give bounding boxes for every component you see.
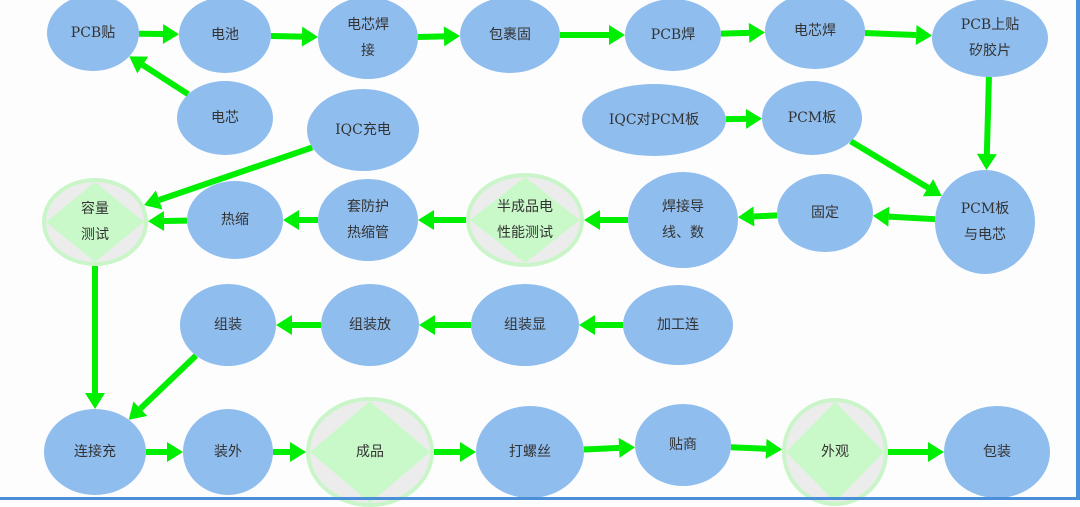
arrow-semi-test-to-shrink-tube: [418, 210, 466, 230]
arrow-pcb-silicone-to-pcm-cell: [977, 77, 997, 170]
node-label: 焊接导 线、数: [662, 194, 704, 246]
node-label: 电芯焊 接: [347, 12, 389, 64]
node-pcb-silicone: PCB上贴 矽胶片: [932, 0, 1048, 77]
node-label: 贴商: [635, 404, 731, 486]
node-label: 热缩: [221, 207, 249, 233]
node-label: 连接充: [74, 439, 116, 465]
node-label: PCB焊: [651, 22, 695, 48]
arrow-cell-weld-2-to-pcb-silicone: [865, 25, 932, 45]
node-fix: 固定: [777, 174, 873, 252]
node-cell: 电芯: [177, 81, 273, 155]
node-iqc-charge: IQC充电: [307, 89, 419, 171]
node-packing: 包装: [944, 406, 1050, 498]
arrow-iqc-pcm-to-pcm-board: [726, 109, 762, 129]
node-label: 贴商: [669, 432, 697, 458]
node-label: 组装放: [349, 312, 391, 338]
node-label: PCB上贴 矽胶片: [961, 12, 1019, 64]
node-shrink-tube: 套防护 热缩管: [318, 179, 418, 261]
node-label: 成品: [356, 439, 384, 465]
arrow-process-connect-to-assemble-display: [579, 315, 623, 335]
arrow-assemble-to-connect-charge: [129, 356, 196, 420]
arrow-assemble-put-to-assemble: [276, 315, 321, 335]
arrow-assemble-display-to-assemble-put: [419, 315, 471, 335]
node-label: PCM板: [788, 105, 836, 131]
arrow-wrap-fix-to-pcb-weld: [560, 25, 625, 45]
arrow-label-to-appearance: [731, 439, 782, 459]
node-label: 包裹固: [489, 22, 531, 48]
node-label: IQC对PCM板: [609, 107, 699, 133]
arrow-heat-shrink-to-capacity-test: [148, 211, 187, 231]
node-iqc-pcm: IQC对PCM板: [582, 84, 726, 156]
node-cell-weld: 电芯焊 接: [318, 0, 418, 79]
arrow-screw-to-label: [584, 438, 635, 458]
node-assemble-put: 组装放: [321, 284, 419, 366]
node-label: 打螺丝: [509, 439, 551, 465]
arrow-appearance-to-packing: [888, 442, 944, 462]
arrow-pcm-cell-to-fix: [873, 207, 935, 227]
arrow-pcb-tie-to-battery: [139, 24, 179, 44]
arrow-cell-to-pcb-tie: [129, 56, 188, 94]
node-outer-case: 装外: [183, 409, 273, 495]
arrow-connect-charge-to-outer-case: [146, 442, 183, 462]
node-capacity-test: 容量 测试: [42, 178, 148, 266]
frame-border-right: [1076, 0, 1080, 500]
node-appearance: 外观: [782, 398, 888, 506]
arrow-capacity-test-to-connect-charge: [85, 266, 105, 409]
node-label: 组装: [214, 312, 242, 338]
arrow-shrink-tube-to-heat-shrink: [283, 210, 318, 230]
node-label: 电池: [211, 22, 239, 48]
node-label: 电芯焊: [794, 18, 836, 44]
node-battery: 电池: [179, 0, 271, 73]
node-label: 容量 测试: [81, 196, 109, 248]
node-semi-test: 半成品电 性能测试: [466, 173, 584, 267]
node-label: 固定: [811, 200, 839, 226]
node-weld-wire: 焊接导 线、数: [628, 172, 738, 268]
node-screw: 打螺丝: [476, 406, 584, 498]
node-assemble: 组装: [180, 284, 276, 366]
arrow-outer-case-to-finished: [273, 442, 306, 462]
node-label: 包装: [983, 439, 1011, 465]
arrow-battery-to-cell-weld: [271, 27, 318, 47]
node-pcm-board: PCM板: [762, 81, 862, 155]
node-label: 套防护 热缩管: [347, 194, 389, 246]
node-pcb-weld: PCB焊: [625, 0, 721, 71]
node-label: 外观: [821, 439, 849, 465]
node-assemble-display: 组装显: [471, 284, 579, 366]
arrow-cell-weld-to-wrap-fix: [418, 26, 460, 46]
node-label: 电芯: [211, 105, 239, 131]
node-finished: 成品: [306, 397, 434, 507]
node-label: 组装显: [504, 312, 546, 338]
node-process-connect: 加工连: [623, 285, 733, 365]
arrow-finished-to-screw: [434, 442, 476, 462]
arrow-fix-to-weld-wire: [738, 207, 777, 227]
node-label: 装外: [214, 439, 242, 465]
arrow-pcm-board-to-pcm-cell: [851, 141, 942, 196]
node-connect-charge: 连接充: [44, 409, 146, 495]
node-pcm-cell: PCM板 与电芯: [935, 170, 1035, 274]
node-wrap-fix: 包裹固: [460, 0, 560, 73]
node-label: PCB贴: [71, 20, 115, 46]
arrow-pcb-weld-to-cell-weld-2: [721, 23, 765, 43]
arrow-weld-wire-to-semi-test: [584, 210, 628, 230]
node-label: 加工连: [657, 312, 699, 338]
node-heat-shrink: 热缩: [187, 181, 283, 259]
node-label: 半成品电 性能测试: [497, 194, 553, 246]
node-label: IQC充电: [335, 117, 391, 143]
node-label: PCM板 与电芯: [961, 196, 1009, 248]
